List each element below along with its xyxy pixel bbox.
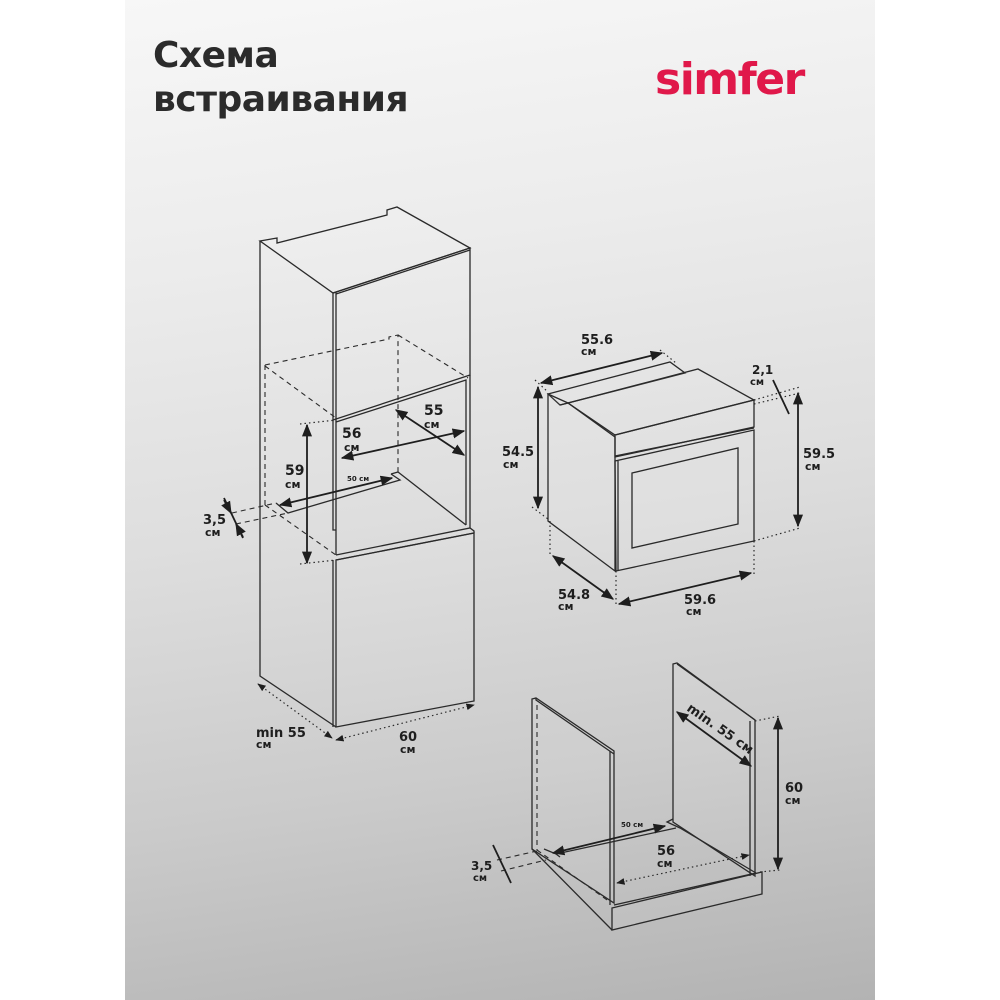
page-title: Схема встраивания [153, 34, 409, 122]
dim-niche-depth-value: 55 [424, 403, 443, 419]
dim-base-vent-gap-value: 3,5 [471, 859, 492, 873]
dim-niche-width-value: 56 [342, 426, 361, 442]
dim-cabinet-depth-value: min 55 [256, 726, 306, 741]
dim-vent-gap-unit: см [205, 526, 221, 539]
dim-oven-body-height-value: 54.5 [502, 445, 534, 460]
dim-base-niche-width-value: 56 [657, 844, 675, 859]
base-cabinet-right-panel [672, 662, 756, 878]
title-line-1: Схема [153, 35, 279, 76]
dim-vent-gap-value: 3,5 [203, 513, 226, 528]
dim-niche-depth-unit: см [424, 418, 440, 431]
dim-oven-body-depth-value: 54.8 [558, 588, 590, 603]
dim-niche-height-value: 59 [285, 463, 304, 479]
oven: 55.6 см 2,1 см 54.5 см 59.5 см 54.8 см 5… [502, 333, 835, 618]
dim-base-vent-length: 50 см [621, 821, 643, 829]
base-cabinet: min. 55 см 60 см 56 см 50 см 3,5 см [471, 662, 803, 931]
dim-base-vent-gap-unit: см [473, 873, 487, 884]
brand-logo: simfer [655, 54, 805, 105]
oven-window [631, 447, 739, 549]
dim-base-height-value: 60 [785, 781, 803, 796]
dim-oven-front-thickness-unit: см [750, 377, 764, 388]
dim-oven-body-height-unit: см [503, 458, 519, 471]
dim-oven-front-width-unit: см [686, 605, 702, 618]
tall-cabinet: 56 см 55 см 59 см 50 см 3,5 см min 55 см… [203, 206, 475, 756]
dim-oven-top-depth-value: 55.6 [581, 333, 613, 348]
dim-oven-body-depth-unit: см [558, 600, 574, 613]
dim-cabinet-width-unit: см [400, 743, 416, 756]
dim-oven-front-thickness-value: 2,1 [752, 363, 773, 377]
dim-cabinet-depth-unit: см [256, 738, 272, 751]
dim-oven-front-height-unit: см [805, 460, 821, 473]
dim-niche-height-unit: см [285, 478, 301, 491]
title-line-2: встраивания [153, 79, 409, 120]
dim-base-niche-width-unit: см [657, 857, 673, 870]
dim-base-height-unit: см [785, 794, 801, 807]
dim-oven-front-height-value: 59.5 [803, 447, 835, 462]
dim-vent-length: 50 см [347, 475, 369, 483]
dim-oven-front-width-value: 59.6 [684, 593, 716, 608]
dim-oven-top-depth-unit: см [581, 345, 597, 358]
base-cabinet-left-panel [531, 697, 615, 905]
tall-cabinet-lower-door [335, 532, 475, 728]
dim-cabinet-width-value: 60 [399, 730, 417, 745]
dim-niche-width-unit: см [344, 441, 360, 454]
oven-control-panel [614, 399, 755, 458]
